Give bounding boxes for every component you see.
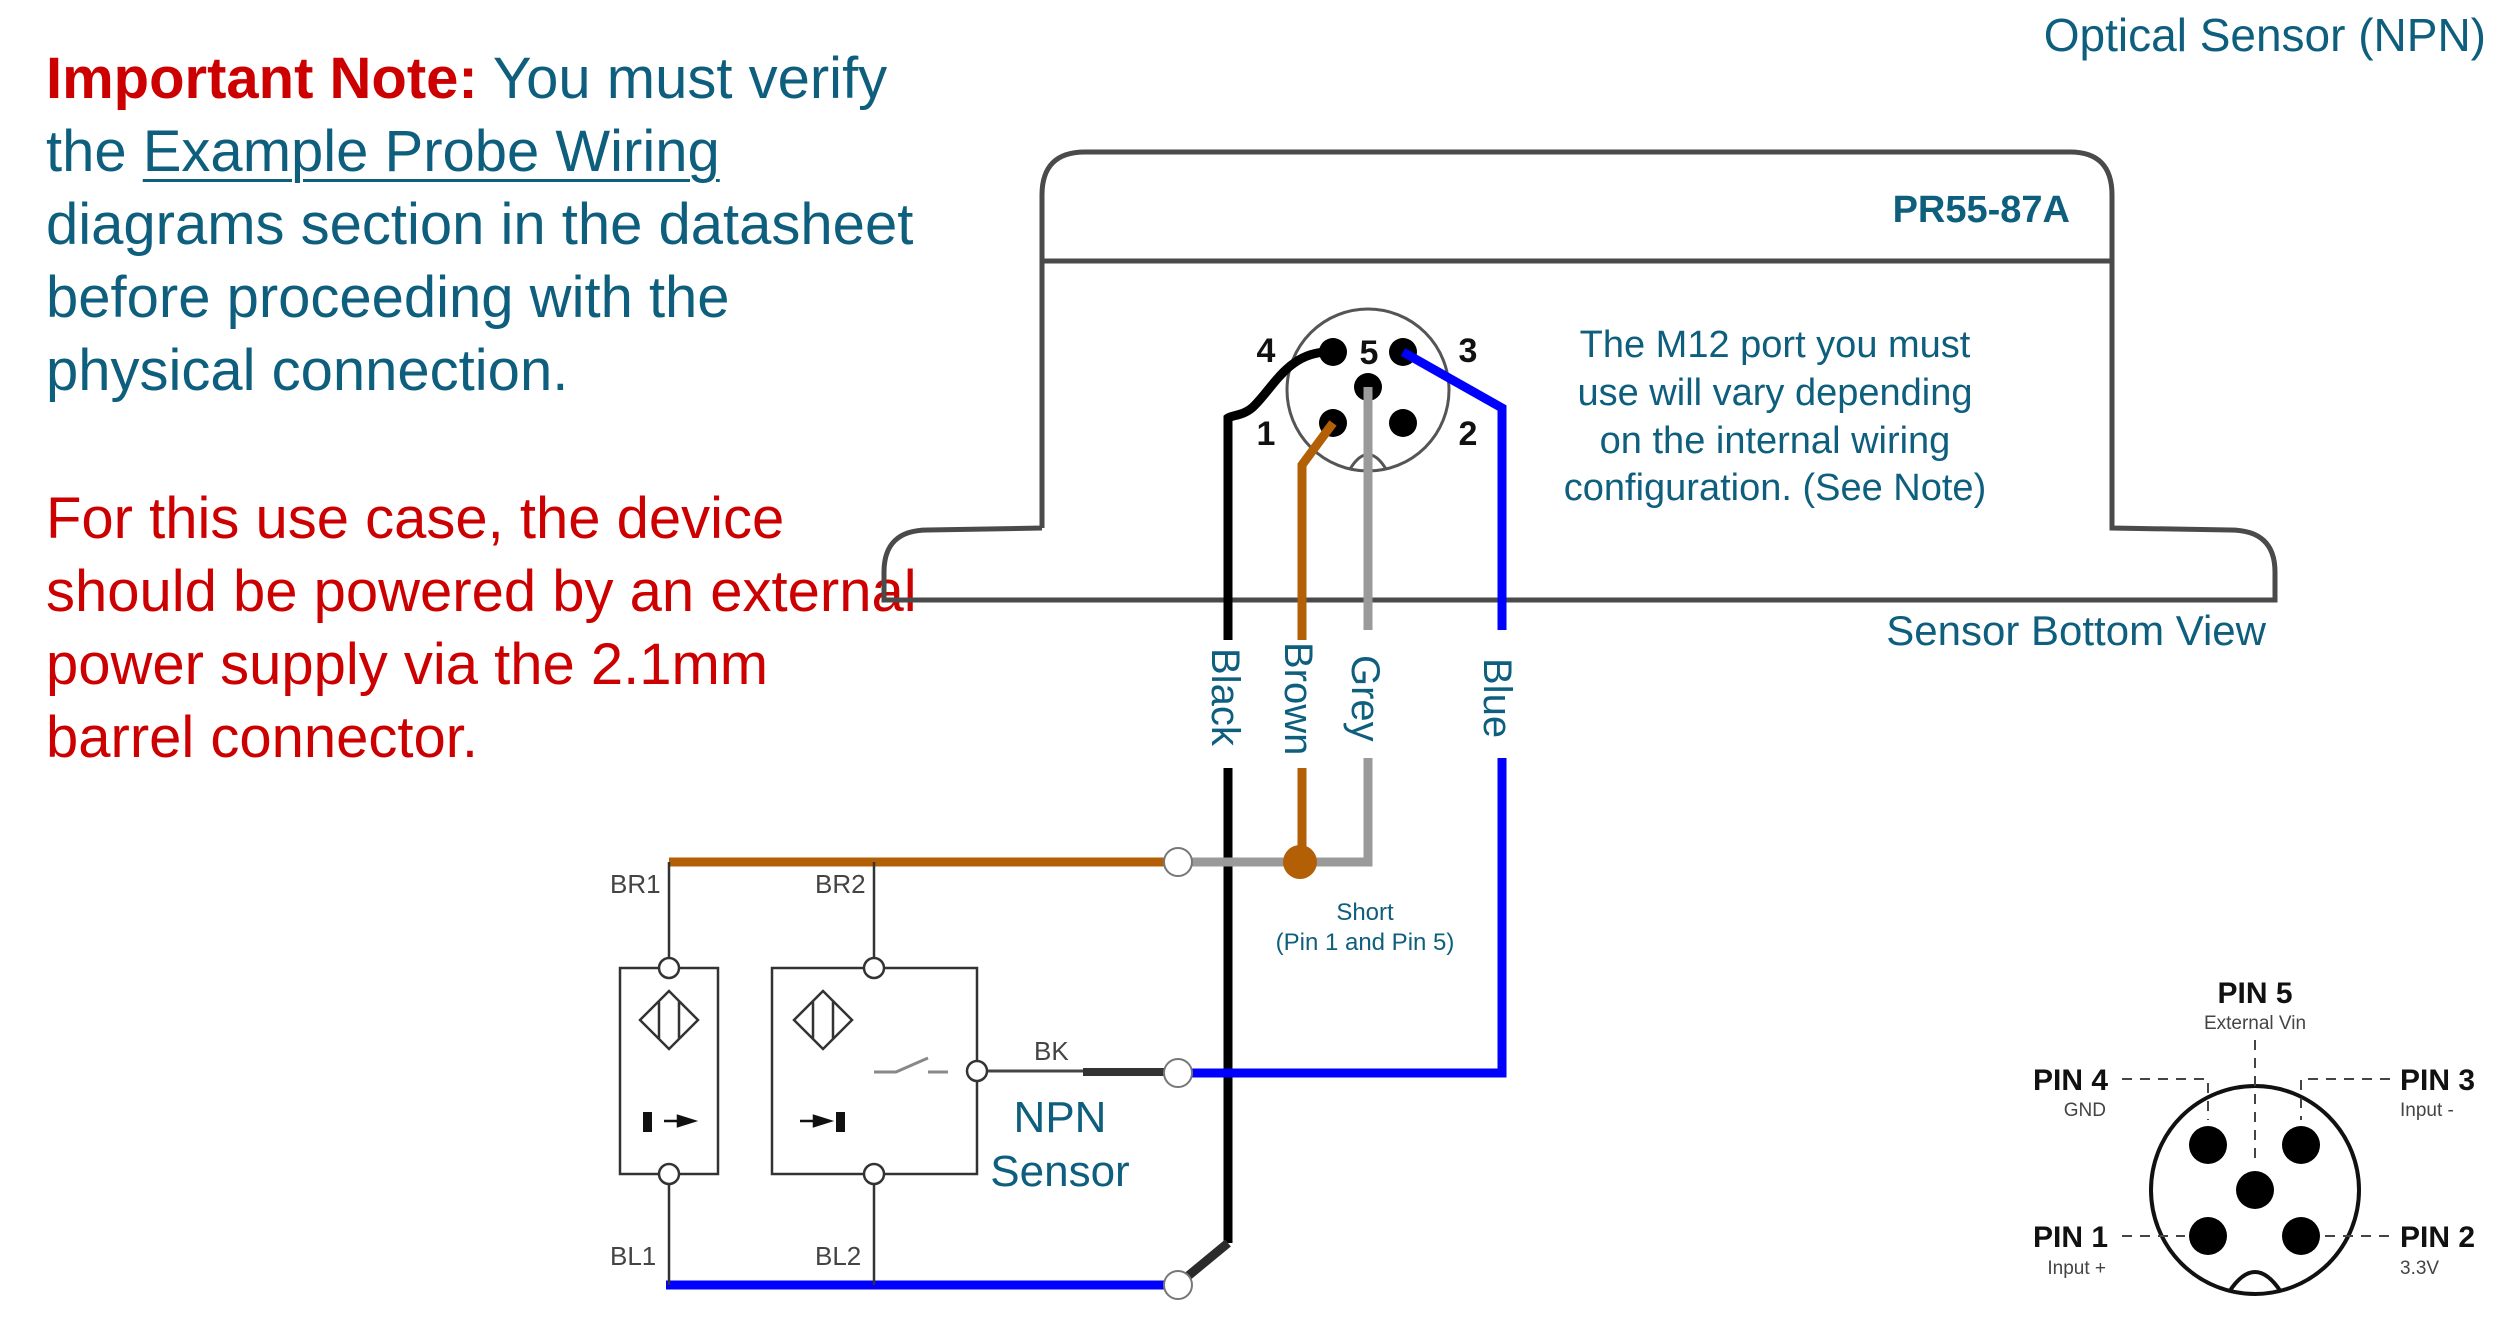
important-note-text-1: You must verify the bbox=[46, 46, 888, 184]
pinout-pin-5 bbox=[2236, 1171, 2274, 1209]
terminal-supply bbox=[1163, 847, 1193, 877]
pinout-pin-1 bbox=[2189, 1217, 2227, 1255]
bk-terminal bbox=[965, 1059, 989, 1083]
port-note-line: on the internal wiring bbox=[1600, 420, 1951, 462]
label-bk: BK bbox=[1034, 1036, 1069, 1066]
pin3-id: PIN 3 bbox=[2400, 1064, 2475, 1097]
wire-brown bbox=[1297, 420, 1337, 640]
label-bl2: BL2 bbox=[815, 1241, 861, 1271]
emitter-symbol bbox=[618, 862, 720, 1285]
pin5-function: External Vin bbox=[2204, 1013, 2306, 1034]
label-br2: BR2 bbox=[815, 869, 866, 899]
bl1-terminal bbox=[657, 1162, 681, 1186]
wire-black-to-terminal bbox=[1185, 1239, 1231, 1280]
wire-blue-lower bbox=[1188, 758, 1507, 1078]
pin1-id: PIN 1 bbox=[2033, 1221, 2108, 1254]
important-note-label: Important Note: bbox=[46, 46, 478, 111]
receiver-diamond bbox=[792, 989, 854, 1051]
m12-pinout-diagram: PIN 5 PIN 4 PIN 3 PIN 1 PIN 2 External V… bbox=[2033, 977, 2475, 1296]
port-note: The M12 port you must use will vary depe… bbox=[1564, 324, 1986, 509]
wire-label-blue: Blue bbox=[1475, 658, 1519, 738]
terminal-output bbox=[1163, 1058, 1193, 1088]
pin2-function: 3.3V bbox=[2400, 1258, 2439, 1279]
short-note-line1: Short bbox=[1336, 899, 1394, 926]
power-note: For this use case, the device should be … bbox=[46, 486, 917, 770]
pinout-pin-4 bbox=[2189, 1126, 2227, 1164]
wire-label-black: Black bbox=[1203, 648, 1247, 747]
bl2-terminal bbox=[862, 1162, 886, 1186]
page-title: Optical Sensor (NPN) bbox=[2043, 9, 2486, 61]
label-bl1: BL1 bbox=[610, 1241, 656, 1271]
emitter-block bbox=[643, 1112, 652, 1132]
br1-terminal bbox=[657, 956, 681, 980]
npn-sensor-label-line1: NPN bbox=[1014, 1093, 1107, 1142]
emitter-diamond bbox=[638, 989, 700, 1051]
npn-sensor-label-line2: Sensor bbox=[990, 1147, 1129, 1196]
br2-terminal bbox=[862, 956, 886, 980]
label-br1: BR1 bbox=[610, 869, 661, 899]
pin5-id: PIN 5 bbox=[2217, 977, 2292, 1010]
port-note-line: configuration. (See Note) bbox=[1564, 467, 1986, 509]
connector-pin-2 bbox=[1389, 409, 1417, 437]
pinout-connector-key bbox=[2227, 1270, 2283, 1294]
sensor-bottom-view-label: Sensor Bottom View bbox=[1886, 607, 2266, 654]
receiver-arrow-icon bbox=[800, 1114, 835, 1128]
wire-label-brown: Brown bbox=[1276, 642, 1320, 755]
wire-black bbox=[1223, 347, 1334, 640]
connector-pin-label: 5 bbox=[1360, 334, 1379, 372]
pin1-function: Input + bbox=[2047, 1258, 2106, 1279]
important-note: Important Note: You must verify the Exam… bbox=[46, 42, 926, 407]
pin3-function: Input - bbox=[2400, 1100, 2454, 1121]
connector-pin-label: 1 bbox=[1257, 415, 1276, 453]
terminal-ground bbox=[1163, 1270, 1193, 1300]
short-note-line2: (Pin 1 and Pin 5) bbox=[1276, 929, 1455, 956]
pin4-leader bbox=[2122, 1078, 2209, 1120]
sensor-housing bbox=[881, 149, 2278, 603]
wire-grey-lower bbox=[1188, 758, 1373, 867]
pin2-id: PIN 2 bbox=[2400, 1221, 2475, 1254]
port-note-line: use will vary depending bbox=[1577, 372, 1972, 414]
emitter-box bbox=[618, 966, 720, 1176]
connector-pin-label: 2 bbox=[1459, 415, 1478, 453]
connector-pin-label: 3 bbox=[1459, 332, 1478, 370]
housing-outline bbox=[881, 149, 2278, 603]
emitter-arrow-icon bbox=[664, 1114, 699, 1128]
receiver-symbol bbox=[770, 862, 989, 1285]
wire-blue bbox=[1400, 348, 1507, 630]
pin4-function: GND bbox=[2064, 1100, 2106, 1121]
receiver-block bbox=[836, 1112, 845, 1132]
wire-label-grey: Grey bbox=[1343, 655, 1387, 742]
connector-pin-label: 4 bbox=[1257, 332, 1276, 370]
pin3-leader bbox=[2300, 1078, 2390, 1120]
pinout-pin-3 bbox=[2282, 1126, 2320, 1164]
pin4-id: PIN 4 bbox=[2033, 1064, 2108, 1097]
short-junction-dot bbox=[1283, 845, 1317, 879]
switch-icon bbox=[874, 1056, 948, 1074]
pinout-pin-2 bbox=[2282, 1217, 2320, 1255]
important-note-text-2: diagrams section in the datasheet before… bbox=[46, 192, 914, 403]
port-note-line: The M12 port you must bbox=[1580, 324, 1971, 366]
example-probe-wiring-link[interactable]: Example Probe Wiring bbox=[142, 119, 720, 184]
device-model: PR55-87A bbox=[1893, 189, 2070, 231]
